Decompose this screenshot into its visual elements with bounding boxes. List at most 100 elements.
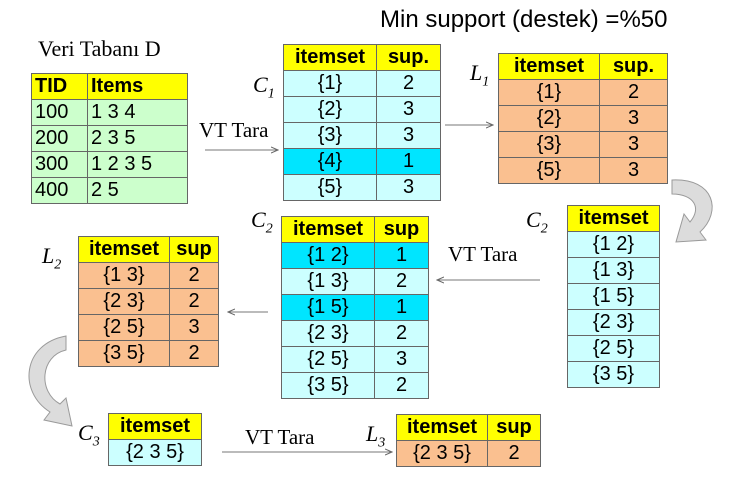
scan-label-3: VT Tara [245,425,315,449]
itemset-cell: {5} [498,157,600,184]
items-cell: 1 3 4 [87,99,188,126]
itemset-cell: {1 2} [281,242,375,269]
column-header: sup [169,236,219,263]
support-cell: 3 [599,157,668,184]
table-row: {2 3 5}2 [396,440,541,467]
curved-arrow-icon [671,179,713,243]
table-row: {1 3}2 [281,268,429,295]
support-cell: 3 [599,105,668,132]
column-header: sup. [599,53,668,80]
c2-candidates-table: itemset {1 2} {1 3} {1 5} {2 3} {2 5} {3… [567,205,660,388]
itemset-cell: {3} [283,122,377,149]
itemset-cell: {2} [283,96,377,123]
c3-table: itemset {2 3 5} [108,413,202,466]
itemset-cell: {1 5} [281,294,375,321]
table-row-below-support: {1 5}1 [281,294,429,321]
itemset-cell: {1 5} [567,283,660,310]
support-cell: 2 [374,320,429,347]
itemset-cell: {2 5} [567,335,660,362]
c2-generated-label: C2 [526,207,548,237]
support-cell: 2 [169,288,219,315]
curved-arrow-icon [28,335,73,427]
itemset-cell: {3 5} [78,340,170,367]
items-cell: 2 3 5 [87,125,188,152]
table-row: {2 3}2 [78,288,219,315]
itemset-cell: {1 3} [567,257,660,284]
column-header: itemset [498,53,600,80]
support-cell: 2 [374,268,429,295]
itemset-cell: {2} [498,105,600,132]
itemset-cell: {1 3} [78,262,170,289]
column-header: itemset [396,414,488,441]
support-cell: 2 [599,79,668,106]
support-cell: 2 [374,372,429,399]
database-label: Veri Tabanı D [38,36,161,61]
table-row: {1 5} [567,283,660,310]
itemset-cell: {1 2} [567,231,660,258]
support-cell: 2 [487,440,541,467]
table-row: {1 3}2 [78,262,219,289]
column-header: itemset [281,216,375,243]
l1-label: L1 [470,60,490,90]
table-row: {2 5}3 [281,346,429,373]
itemset-cell: {2 3 5} [396,440,488,467]
support-cell: 3 [376,174,441,201]
table-header-row: itemset [108,413,202,440]
table-row: {1 3} [567,257,660,284]
table-row: {1 2} [567,231,660,258]
itemset-cell: {5} [283,174,377,201]
table-row: {5}3 [498,157,668,184]
items-cell: 2 5 [87,177,188,204]
scan-label-2: VT Tara [448,242,518,266]
table-row: {2}3 [498,105,668,132]
column-header: itemset [567,205,660,232]
tid-cell: 400 [31,177,88,204]
itemset-cell: {1 3} [281,268,375,295]
support-cell: 1 [374,242,429,269]
c2-label: C2 [251,207,273,237]
itemset-cell: {2 5} [78,314,170,341]
itemset-cell: {3 5} [567,361,660,388]
table-row: {3}3 [498,131,668,158]
table-row: {3}3 [283,122,441,149]
table-row: {2 3} [567,309,660,336]
itemset-cell: {2 3} [567,309,660,336]
tid-cell: 300 [31,151,88,178]
support-cell: 2 [169,340,219,367]
support-cell: 1 [376,148,441,175]
itemset-cell: {2 5} [281,346,375,373]
l2-label: L2 [42,243,62,273]
support-cell: 3 [376,122,441,149]
itemset-cell: {2 3} [78,288,170,315]
column-header: sup. [376,44,441,71]
min-support-title: Min support (destek) =%50 [380,6,668,33]
table-row: {2 3}2 [281,320,429,347]
column-header: itemset [78,236,170,263]
itemset-cell: {2 3 5} [108,439,202,466]
support-cell: 3 [376,96,441,123]
table-row: {5}3 [283,174,441,201]
c1-label: C1 [253,72,275,102]
column-header: itemset [108,413,202,440]
table-header-row: itemset [567,205,660,232]
table-row-below-support: {4}1 [283,148,441,175]
itemset-cell: {3 5} [281,372,375,399]
support-cell: 1 [374,294,429,321]
table-row: {2 5}3 [78,314,219,341]
support-cell: 2 [169,262,219,289]
table-row-below-support: {1 2}1 [281,242,429,269]
itemset-cell: {4} [283,148,377,175]
